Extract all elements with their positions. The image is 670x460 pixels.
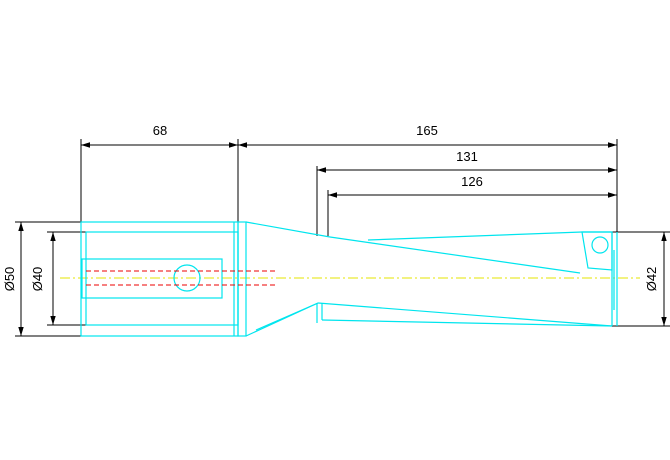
dimension-diameter-42-label: Ø42 <box>644 267 659 292</box>
clamping-hole <box>173 264 201 292</box>
insert-screw-hole <box>591 236 609 254</box>
clamping-flat <box>81 258 223 299</box>
dimension-131-label: 131 <box>456 149 478 164</box>
dimension-68-label: 68 <box>153 123 167 138</box>
dimension-165: 165 <box>238 123 618 232</box>
dimension-126: 126 <box>327 174 617 236</box>
dimension-165-label: 165 <box>416 123 438 138</box>
cutting-insert <box>581 231 613 271</box>
shank <box>80 221 247 337</box>
dimension-126-label: 126 <box>461 174 483 189</box>
dimension-diameter-42: Ø42 <box>612 231 670 327</box>
dimension-diameter-40: Ø40 <box>30 231 86 326</box>
dimension-131: 131 <box>316 149 617 236</box>
dimension-diameter-40-label: Ø40 <box>30 267 45 292</box>
dimension-diameter-50-label: Ø50 <box>2 267 17 292</box>
dimension-68: 68 <box>80 123 239 232</box>
drill-body <box>245 221 618 337</box>
